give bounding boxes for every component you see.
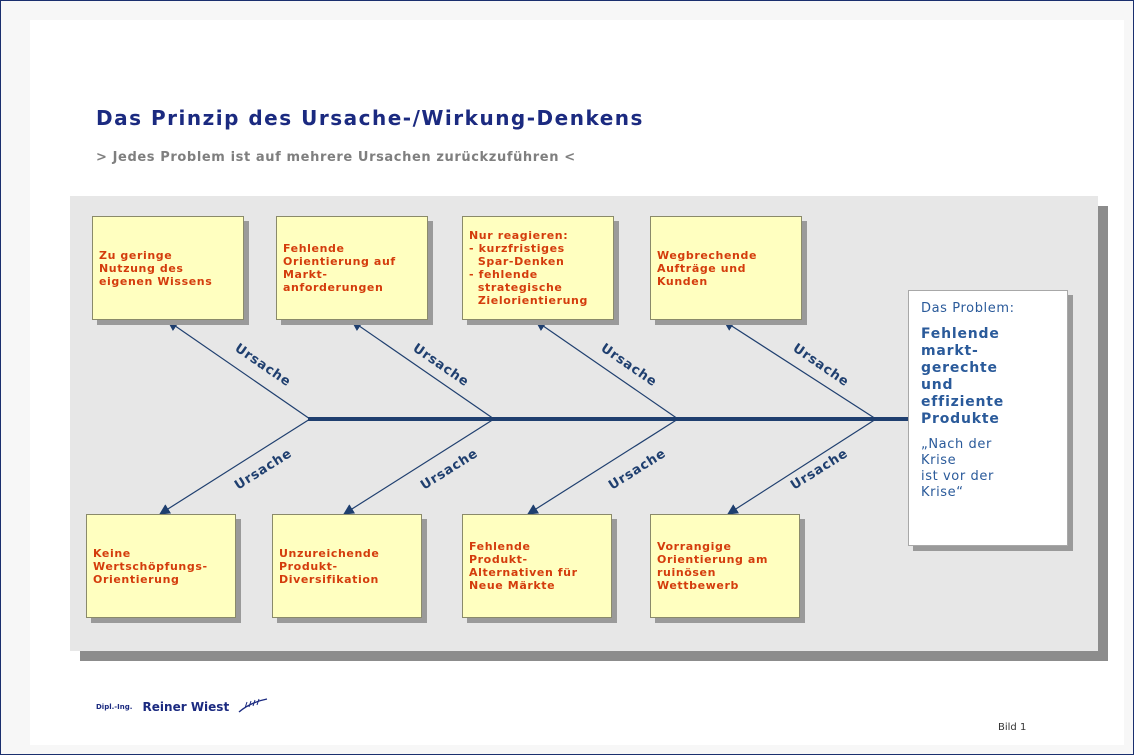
branch-bottom-3	[527, 418, 679, 515]
branch-top-1	[167, 320, 311, 420]
problem-quote: „Nach der Krise ist vor der Krise“	[921, 437, 994, 500]
cause-box-bottom-3: Fehlende Produkt- Alternativen für Neue …	[462, 514, 612, 618]
cause-box-top-3: Nur reagieren: - kurzfristiges Spar-Denk…	[462, 216, 614, 320]
branch-bottom-4	[727, 418, 877, 515]
label-top-1: Ursache	[232, 341, 294, 390]
cause-box-bottom-2: Unzureichende Produkt- Diversifikation	[272, 514, 422, 618]
branch-bottom-2	[343, 418, 495, 515]
label-bottom-2: Ursache	[418, 446, 481, 493]
label-bottom-1: Ursache	[232, 446, 295, 493]
problem-box: Das Problem: Fehlende markt- gerechte un…	[908, 290, 1068, 546]
branch-top-3	[535, 320, 679, 420]
cause-box-top-2: Fehlende Orientierung auf Markt- anforde…	[276, 216, 428, 320]
signature-swoosh-icon	[238, 698, 268, 713]
branch-top-2	[351, 320, 495, 420]
problem-statement: Fehlende markt- gerechte und effiziente …	[921, 326, 1005, 427]
author-title: Dipl.-Ing.	[96, 703, 133, 711]
slide-title: Das Prinzip des Ursache-/Wirkung-Denkens	[96, 106, 644, 130]
cause-box-bottom-1: Keine Wertschöpfungs- Orientierung	[86, 514, 236, 618]
cause-box-top-4: Wegbrechende Aufträge und Kunden	[650, 216, 802, 320]
label-bottom-3: Ursache	[606, 446, 669, 493]
cause-box-bottom-4: Vorrangige Orientierung am ruinösen Wett…	[650, 514, 800, 618]
branch-bottom-1	[159, 418, 311, 515]
page-number: Bild 1	[998, 722, 1027, 733]
cause-box-top-1: Zu geringe Nutzung des eigenen Wissens	[92, 216, 244, 320]
branch-top-4	[723, 320, 877, 420]
problem-heading: Das Problem:	[921, 301, 1015, 316]
author-logo: Dipl.-Ing. Reiner Wiest	[96, 696, 269, 718]
label-top-3: Ursache	[598, 341, 660, 390]
author-name: Reiner Wiest	[142, 700, 230, 714]
slide-subtitle: > Jedes Problem ist auf mehrere Ursachen…	[96, 150, 576, 165]
